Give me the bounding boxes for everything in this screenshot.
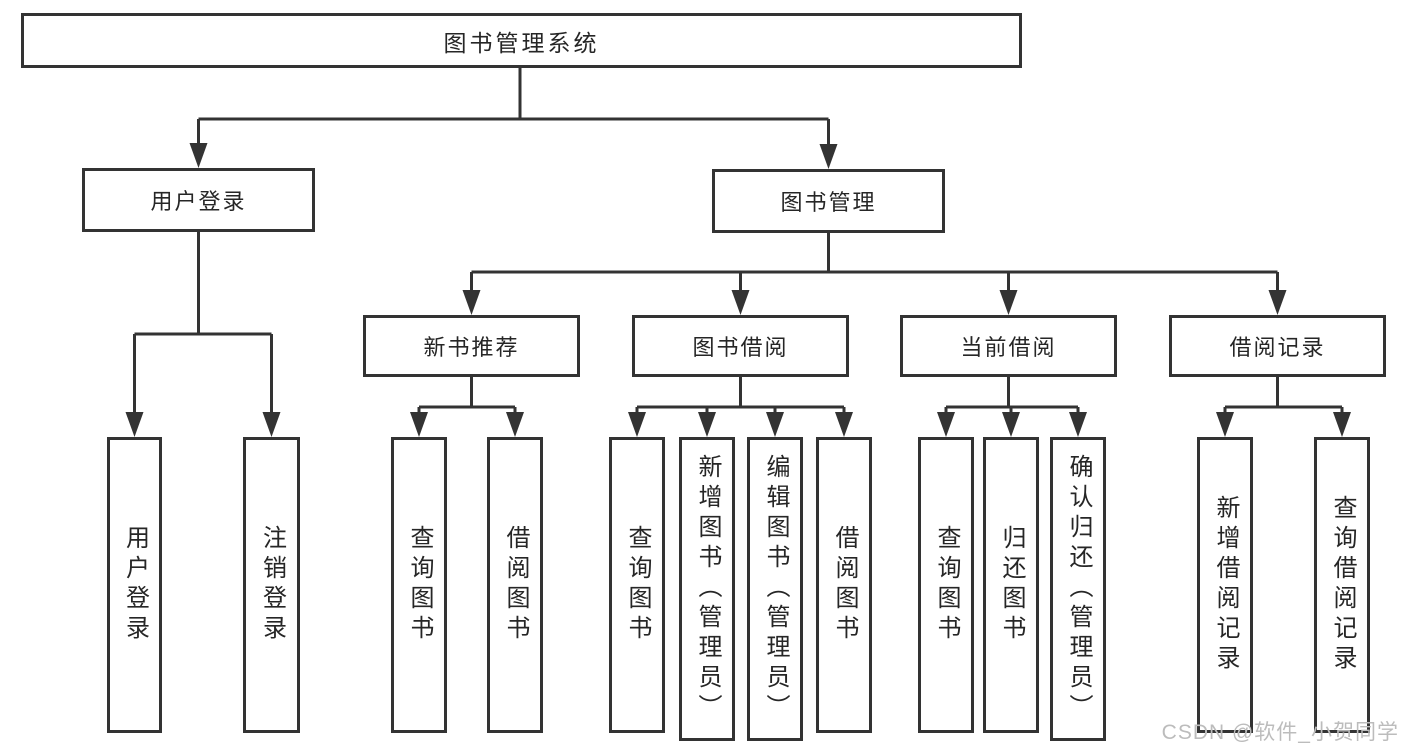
leaf-query-books-current: 查询图书 [918,437,974,733]
node-book-borrowing: 图书借阅 [632,315,849,377]
leaf-add-books-admin-label: 新增图书（管理员） [694,454,721,724]
leaf-query-books-borrowing-label: 查询图书 [624,525,651,645]
leaf-query-borrow-record: 查询借阅记录 [1314,437,1370,733]
leaf-logout: 注销登录 [243,437,300,733]
leaf-add-borrow-record-label: 新增借阅记录 [1212,495,1239,675]
node-current-borrowing-label: 当前借阅 [960,335,1057,360]
leaf-query-books-recommend-label: 查询图书 [406,525,433,645]
leaf-confirm-return-admin-label: 确认归还（管理员） [1065,454,1092,724]
node-new-book-recommend-label: 新书推荐 [423,335,520,360]
csdn-watermark: CSDN @软件_小贺同学 [1161,721,1399,744]
node-root-label: 图书管理系统 [443,29,600,56]
leaf-query-books-borrowing: 查询图书 [609,437,665,733]
leaf-confirm-return-admin: 确认归还（管理员） [1050,437,1106,741]
leaf-return-books: 归还图书 [983,437,1039,733]
leaf-edit-books-admin-label: 编辑图书（管理员） [762,454,789,724]
leaf-query-books-recommend: 查询图书 [391,437,447,733]
leaf-user-login: 用户登录 [107,437,162,733]
leaf-logout-label: 注销登录 [258,525,286,645]
node-book-management: 图书管理 [712,169,945,233]
leaf-edit-books-admin: 编辑图书（管理员） [747,437,803,741]
leaf-add-borrow-record: 新增借阅记录 [1197,437,1253,733]
leaf-user-login-label: 用户登录 [121,525,149,645]
leaf-return-books-label: 归还图书 [998,525,1025,645]
node-user-login-label: 用户登录 [150,189,247,214]
node-book-management-label: 图书管理 [780,190,877,215]
node-current-borrowing: 当前借阅 [900,315,1117,377]
leaf-add-books-admin: 新增图书（管理员） [679,437,735,741]
leaf-borrow-books-recommend: 借阅图书 [487,437,543,733]
leaf-borrow-books-recommend-label: 借阅图书 [502,525,529,645]
node-borrow-records-label: 借阅记录 [1229,335,1326,360]
node-root: 图书管理系统 [21,13,1022,68]
node-user-login: 用户登录 [82,168,315,232]
leaf-borrow-books: 借阅图书 [816,437,872,733]
node-book-borrowing-label: 图书借阅 [692,335,789,360]
leaf-query-borrow-record-label: 查询借阅记录 [1329,495,1356,675]
node-new-book-recommend: 新书推荐 [363,315,580,377]
leaf-query-books-current-label: 查询图书 [933,525,960,645]
node-borrow-records: 借阅记录 [1169,315,1386,377]
leaf-borrow-books-label: 借阅图书 [831,525,858,645]
